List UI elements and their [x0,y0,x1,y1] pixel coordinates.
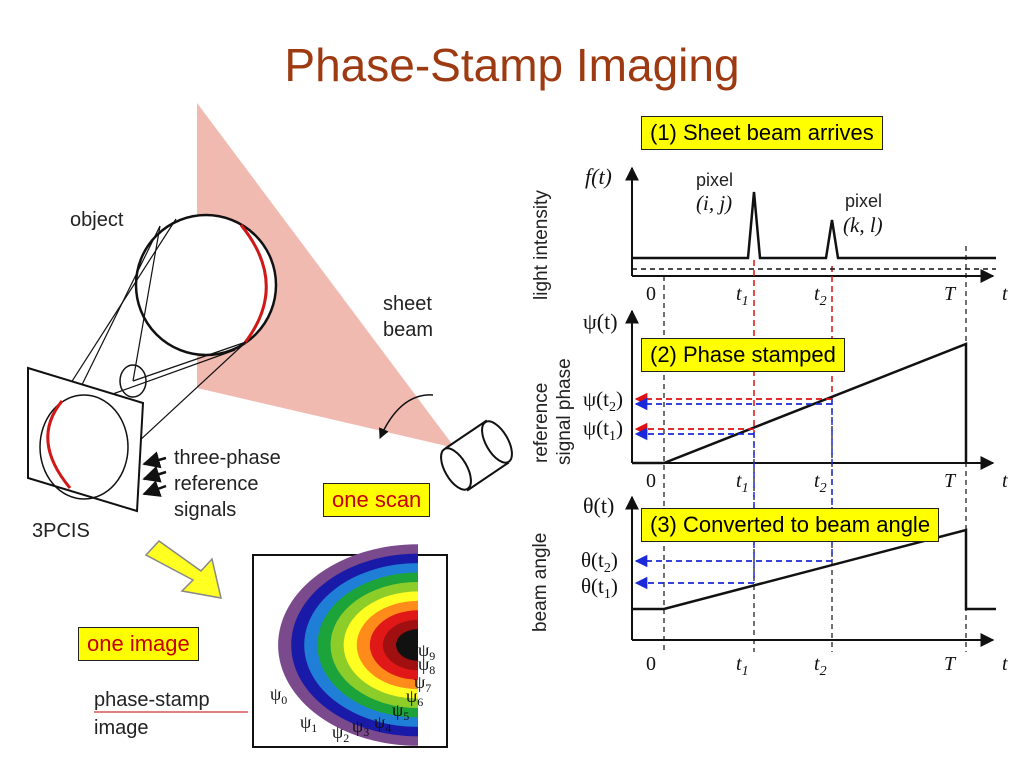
pixel-a-coords: (i, j) [696,191,732,215]
tick-T: T [944,653,957,675]
callout-sheet-beam-arrives: (1) Sheet beam arrives [641,116,883,150]
tick-T: T [944,283,957,305]
panel2-ylabel-2: signal phase [554,358,575,465]
tick-t2: t2 [814,470,827,496]
sensor-plane [27,366,145,513]
psi-label: ψ4 [374,712,391,735]
phase-stamp-bands [278,544,418,746]
tick-zero: 0 [646,470,656,492]
tick-t2: t2 [814,653,827,679]
sheet-beam-label-1: sheet [383,293,432,315]
tick-zero: 0 [646,653,656,675]
psi-t1-label: ψ(t1) [583,416,623,444]
phase-ramp [632,342,968,465]
pixel-b-label: pixel [845,191,882,211]
psi-t2-label: ψ(t2) [583,387,623,415]
panel3-function-label: θ(t) [583,493,614,518]
sensor-label: 3PCIS [32,520,90,542]
psi-label: ψ1 [300,712,317,735]
intensity-signal [632,191,996,260]
tick-T: T [944,470,957,492]
reference-signal-arrows [142,451,167,497]
slide-title: Phase-Stamp Imaging [284,39,740,91]
callout-one-scan: one scan [323,483,431,517]
panel1-ylabel: light intensity [531,190,552,300]
pixel-a-label: pixel [696,170,733,190]
result-arrow [144,540,222,599]
psi-label: ψ5 [392,700,409,723]
psi-label: ψ2 [332,722,349,745]
phase-stamp-label-2: image [94,717,148,739]
callout-phase-stamped: (2) Phase stamped [641,338,845,372]
reference-label-3: signals [174,499,236,521]
axes [625,166,995,647]
tick-t2: t2 [814,283,827,309]
axis-t-label: t [1002,653,1008,675]
callout-one-image: one image [78,627,199,661]
psi-label: ψ7 [414,672,431,695]
phase-band [395,629,418,661]
reference-label-1: three-phase [174,447,281,469]
object-sphere [134,213,278,357]
beam-angle-markers [634,554,832,590]
panel3-ylabel: beam angle [530,533,551,632]
psi-label: ψ6 [406,686,423,709]
object-illuminated-arc [239,224,268,345]
reference-label-2: reference [174,473,259,495]
sensor-image-arc [46,400,72,489]
psi-label: ψ8 [418,654,435,677]
phase-stamp-label-1: phase-stamp [94,689,210,711]
phase-stamp-markers [634,392,832,441]
right-diagram: light intensity reference signal phase b… [530,164,1008,679]
sheet-beam-label-2: beam [383,319,433,341]
object-label: object [70,209,124,231]
axis-t-label: t [1002,283,1008,305]
callout-converted-to-beam-angle: (3) Converted to beam angle [641,508,940,542]
tick-t1: t1 [736,283,749,309]
angle-ramp [632,528,996,611]
sheet-beam-fan [197,103,455,448]
pixel-b-coords: (k, l) [843,213,883,237]
psi-label: ψ0 [270,684,287,707]
tick-zero: 0 [646,283,656,305]
tick-t1: t1 [736,470,749,496]
tick-t1: t1 [736,653,749,679]
axis-t-label: t [1002,470,1008,492]
scan-direction-arrow [379,394,434,439]
time-guides [663,246,967,652]
psi-label: ψ9 [418,640,435,663]
sensor-image-disk [39,394,129,500]
theta-t2-label: θ(t2) [581,548,618,576]
panel1-function-label: f(t) [585,164,612,189]
scanner-device [440,419,513,492]
panel2-function-label: ψ(t) [583,309,618,334]
theta-t1-label: θ(t1) [581,574,618,602]
left-diagram: object sheet beam three-phase reference … [27,103,513,748]
psi-label: ψ3 [352,716,369,739]
panel2-ylabel-1: reference [531,383,552,463]
